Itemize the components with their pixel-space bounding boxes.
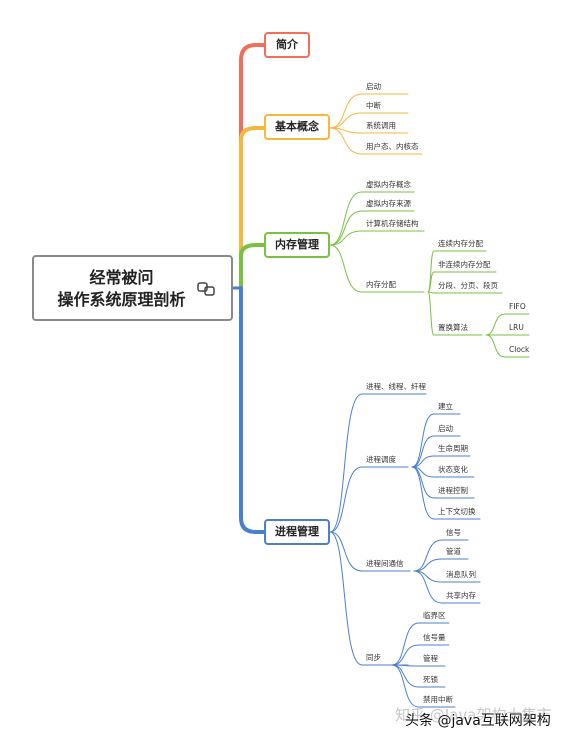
memory-item-2[interactable]: 计算机存储结构 (366, 219, 419, 228)
alloc-item-link-2 (427, 291, 435, 294)
sched-item-link-4 (411, 466, 435, 499)
spine-memory (239, 243, 266, 290)
spine-basic (239, 126, 266, 290)
basic-item-2[interactable]: 系统调用 (366, 121, 396, 130)
ipc-item-0[interactable]: 信号 (446, 528, 461, 537)
basic-item-0[interactable]: 启动 (366, 82, 381, 91)
alloc-item-0[interactable]: 连续内存分配 (438, 239, 483, 248)
basic-item-link-1 (329, 112, 363, 129)
root-title-line2: 操作系统原理剖析 (57, 290, 186, 309)
sync-item-0[interactable]: 临界区 (423, 611, 446, 620)
sched-item-link-5 (411, 466, 435, 520)
basic-item-link-0 (329, 93, 363, 129)
sched-item-2[interactable]: 生命周期 (438, 444, 468, 453)
ipc-item-link-3 (413, 570, 443, 604)
memory-item-link-2 (329, 230, 363, 246)
basic-item-1[interactable]: 中断 (366, 101, 381, 110)
sched-item-link-0 (411, 413, 435, 468)
process-item-link-2 (329, 531, 363, 572)
process-item-link-1 (329, 466, 363, 533)
process-item-2[interactable]: 进程间通信 (366, 559, 404, 568)
basic-item-link-3 (329, 127, 363, 155)
sync-item-1[interactable]: 信号量 (423, 633, 446, 642)
replace-item-2[interactable]: Clock (509, 345, 530, 354)
sched-item-1[interactable]: 启动 (438, 424, 453, 433)
basic-item-3[interactable]: 用户态、内核态 (366, 142, 419, 151)
topic-basic[interactable]: 基本概念 (264, 114, 330, 140)
sync-item-link-1 (391, 644, 420, 666)
sync-item-2[interactable]: 管程 (423, 654, 438, 663)
sync-item-link-3 (391, 664, 420, 688)
process-item-1[interactable]: 进程调度 (366, 455, 396, 464)
sched-item-5[interactable]: 上下文切换 (438, 507, 476, 516)
sync-item-link-0 (391, 622, 420, 666)
alloc-item-1[interactable]: 非连续内存分配 (438, 260, 491, 269)
sched-item-3[interactable]: 状态变化 (438, 465, 468, 474)
alloc-item-2[interactable]: 分段、分页、段页 (438, 281, 498, 290)
memory-item-1[interactable]: 虚拟内存来源 (366, 199, 411, 208)
watermark-main: 头条 @java互联网架构 (405, 713, 551, 729)
process-item-link-0 (329, 393, 363, 533)
sync-item-3[interactable]: 死锁 (423, 675, 438, 684)
ipc-item-link-1 (413, 558, 443, 572)
ipc-item-1[interactable]: 管道 (446, 547, 461, 556)
topic-memory[interactable]: 内存管理 (264, 232, 330, 258)
sync-item-link-4 (391, 664, 420, 708)
link-icon[interactable] (197, 282, 215, 296)
replace-item-link-2 (485, 334, 506, 358)
process-item-3[interactable]: 同步 (366, 653, 381, 662)
sched-item-link-1 (411, 435, 435, 468)
sync-item-4[interactable]: 禁用中断 (423, 695, 453, 704)
topic-process[interactable]: 进程管理 (264, 519, 330, 545)
ipc-item-link-2 (413, 570, 443, 583)
replace-item-0[interactable]: FIFO (509, 302, 526, 311)
alloc-item-link-1 (427, 271, 435, 293)
topic-intro[interactable]: 简介 (264, 32, 310, 58)
memory-item-link-1 (329, 210, 363, 246)
root-topic[interactable]: 经常被问 操作系统原理剖析 (32, 255, 233, 321)
memory-item-0[interactable]: 虚拟内存概念 (366, 180, 411, 189)
sched-item-link-2 (411, 455, 435, 468)
alloc-item-link-0 (427, 250, 435, 293)
ipc-item-2[interactable]: 消息队列 (446, 570, 476, 579)
ipc-item-link-0 (413, 539, 443, 572)
replace-item-1[interactable]: LRU (509, 323, 524, 332)
sched-item-0[interactable]: 建立 (438, 402, 453, 411)
spine-process (239, 286, 266, 534)
alloc-item-link-3 (427, 291, 435, 336)
root-title-line1: 经常被问 (89, 268, 154, 287)
replace-item-link-0 (485, 313, 506, 336)
watermark-faint: 知乎 @Java架构大集市 (395, 706, 552, 724)
alloc-item-3[interactable]: 置换算法 (438, 323, 468, 332)
memory-item-3[interactable]: 内存分配 (366, 280, 396, 289)
process-item-0[interactable]: 进程、线程、纤程 (366, 382, 426, 391)
spine-intro (239, 43, 266, 290)
sched-item-4[interactable]: 进程控制 (438, 486, 468, 495)
memory-item-link-3 (329, 244, 363, 293)
ipc-item-3[interactable]: 共享内存 (446, 591, 476, 600)
process-item-link-3 (329, 531, 363, 666)
